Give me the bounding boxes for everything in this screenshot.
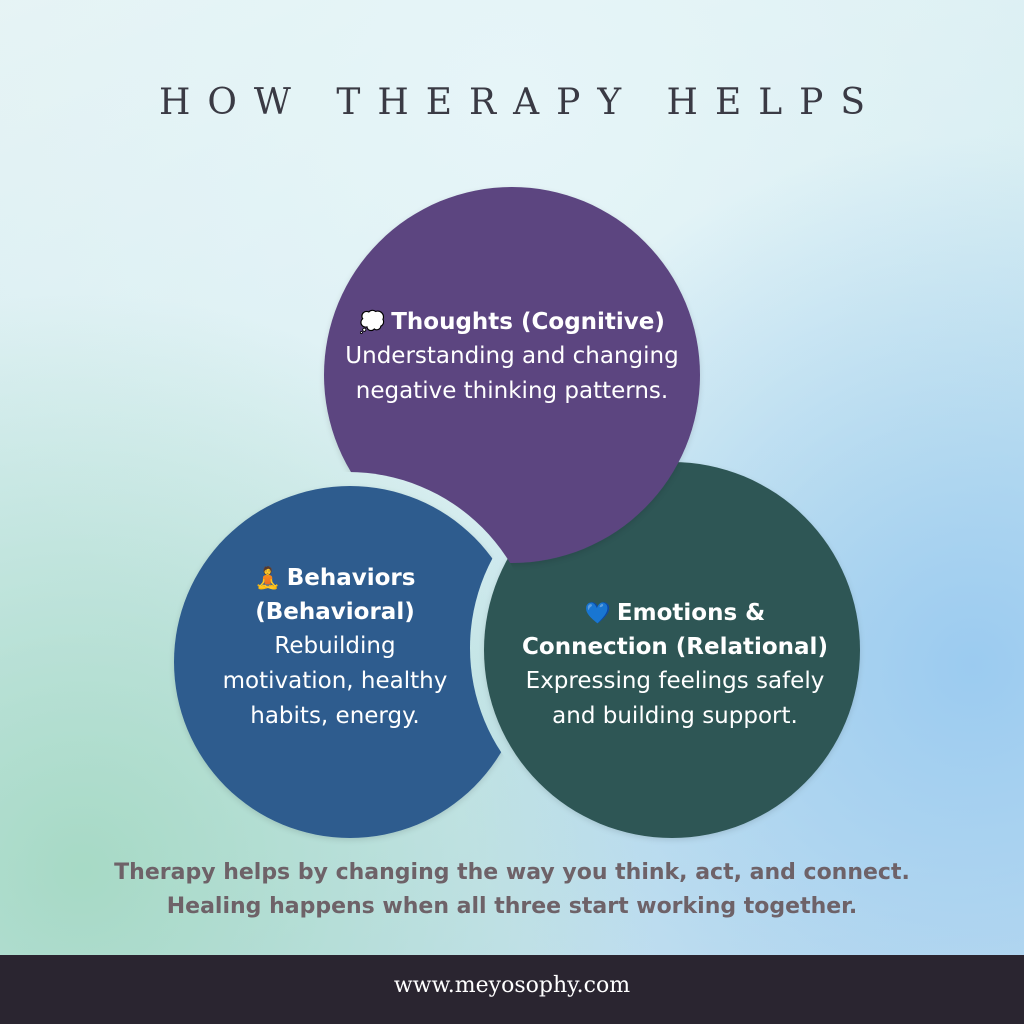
summary: Therapy helps by changing the way you th… [0,856,1024,924]
thought-bubble-icon: 💭 [359,310,386,334]
behaviors-circle [174,486,526,838]
behaviors-body-line1: Rebuilding [274,633,396,659]
emotions-body-line1: Expressing feelings safely [525,668,825,694]
behaviors-heading-line2: (Behavioral) [255,599,415,625]
emotions-body-line2: and building support. [552,703,798,729]
emotions-heading-line2: Connection (Relational) [522,634,828,660]
emotions-heading-line1: Emotions & [616,600,766,626]
thoughts-heading: 💭Thoughts (Cognitive) [312,305,712,339]
behaviors-body-line2: motivation, healthy [222,668,448,694]
website-link[interactable]: www.meyosophy.com [393,973,631,998]
footer-bar: www.meyosophy.com [0,955,1024,1024]
behaviors-heading-line1: Behaviors [286,565,416,591]
thoughts-heading-text: Thoughts (Cognitive) [391,309,665,335]
emotions-section: 💙Emotions & Connection (Relational) Expr… [495,596,855,734]
meditation-person-icon: 🧘 [254,566,281,590]
thoughts-section: 💭Thoughts (Cognitive) Understanding and … [312,305,712,409]
summary-line1: Therapy helps by changing the way you th… [114,860,910,885]
thoughts-circle [324,187,700,563]
emotions-heading: 💙Emotions & [495,596,855,630]
thoughts-body-line2: negative thinking patterns. [355,378,669,404]
behaviors-heading: 🧘Behaviors [190,561,480,595]
behaviors-section: 🧘Behaviors (Behavioral) Rebuilding motiv… [190,561,480,734]
summary-line2: Healing happens when all three start wor… [166,894,858,919]
thoughts-body-line1: Understanding and changing [345,343,679,369]
emotions-circle [484,462,860,838]
page-title: HOW THERAPY HELPS [158,82,883,123]
behaviors-body-line3: habits, energy. [250,703,420,729]
blue-heart-icon: 💙 [584,601,611,625]
